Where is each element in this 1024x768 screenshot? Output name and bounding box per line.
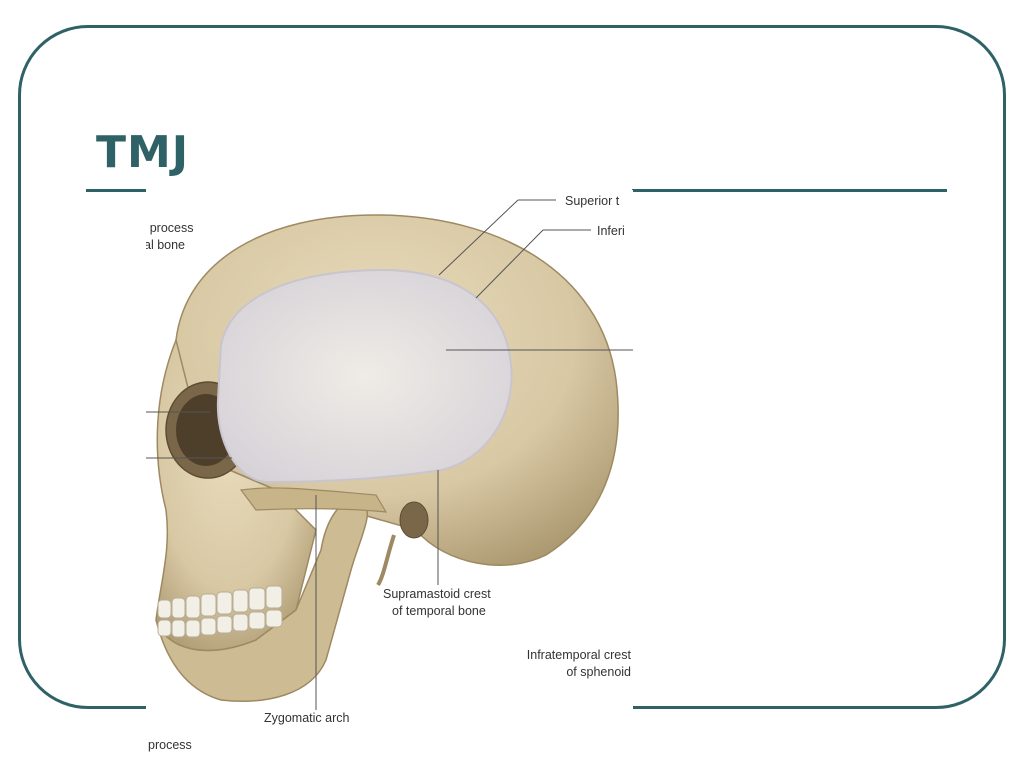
label-infratemporal-crest-line1: Infratemporal crest bbox=[526, 648, 631, 662]
zygomatic-arch bbox=[239, 487, 388, 513]
slide-title: TMJ bbox=[96, 127, 190, 178]
temporal-fossa bbox=[216, 268, 513, 484]
label-zygomatic-arch: Zygomatic arch bbox=[264, 711, 350, 725]
skull-drawing bbox=[146, 199, 633, 710]
label-superior-temporal-line: Superior t bbox=[565, 194, 620, 208]
label-inferior-temporal-line: Inferi bbox=[597, 224, 625, 238]
skull-illustration: Superior t Inferi c process al bone Supr… bbox=[146, 190, 633, 768]
label-process-line2: al bone bbox=[146, 238, 186, 252]
label-supramastoid-crest-line2: of temporal bone bbox=[392, 604, 486, 618]
label-process-line1: c process bbox=[146, 221, 194, 235]
title-rule-right bbox=[632, 189, 947, 192]
label-process-bottom: process bbox=[148, 738, 192, 752]
title-rule-left bbox=[86, 189, 146, 192]
label-infratemporal-crest-line2: of sphenoid bbox=[566, 665, 631, 679]
label-supramastoid-crest-line1: Supramastoid crest bbox=[383, 587, 491, 601]
leader-lines bbox=[146, 199, 633, 710]
mandible bbox=[155, 498, 369, 702]
teeth bbox=[157, 585, 283, 638]
